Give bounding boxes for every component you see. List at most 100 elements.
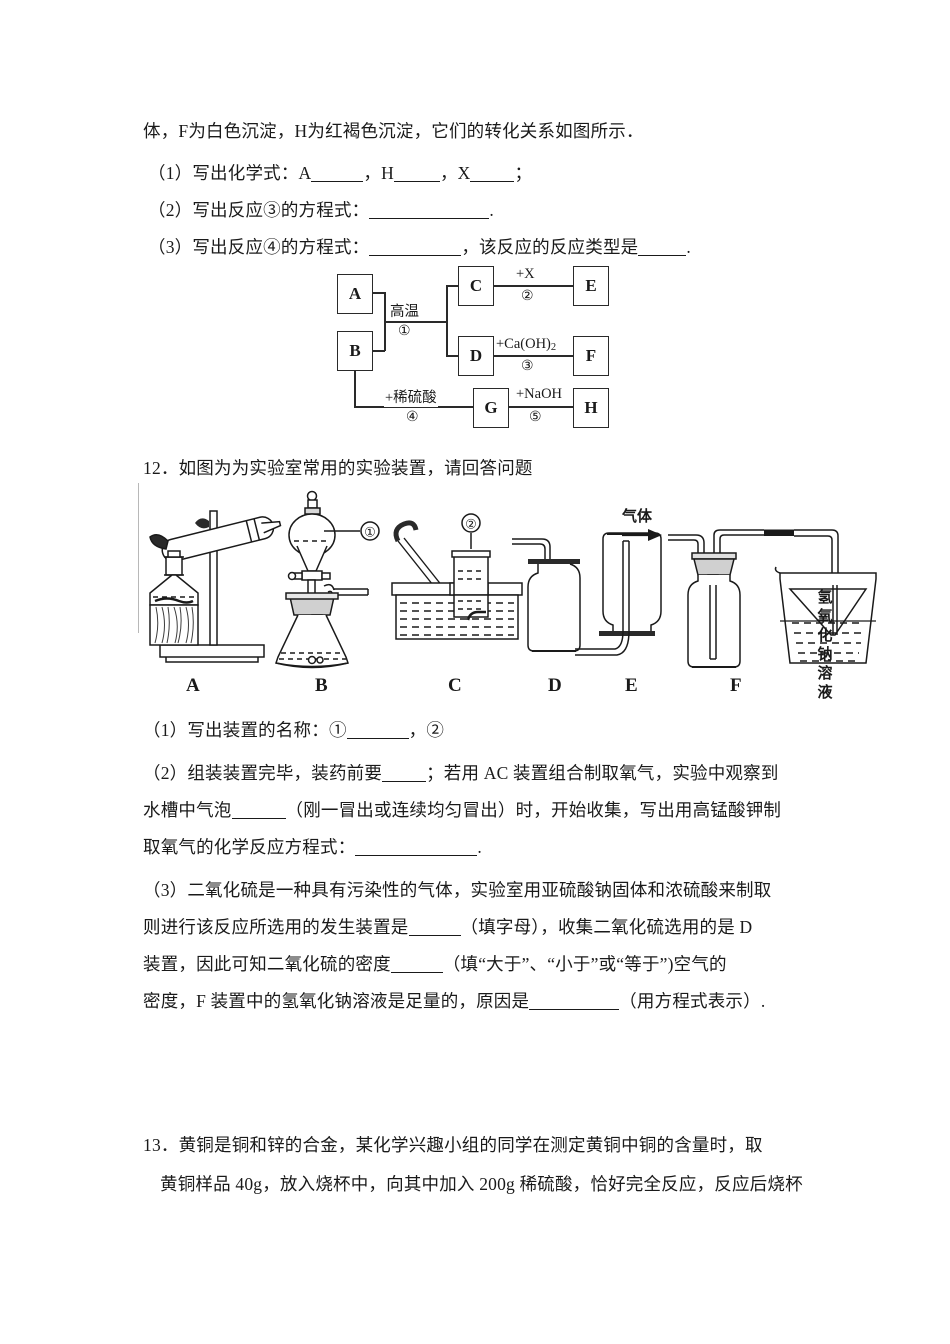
flow-num-step2: ②: [520, 288, 535, 305]
apparatus-label-f: F: [730, 675, 742, 696]
apparatus-b-drawing: ①: [275, 490, 380, 669]
q12-sub2-line1: （2）组装装置完毕，装药前要 ；若用 AC 装置组合制取氧气，实验中观察到: [143, 755, 779, 791]
q12-sub3-line4: 密度，F 装置中的氢氧化钠溶液是足量的，原因是 （用方程式表示）.: [143, 983, 765, 1019]
q12-sub3-l2a: 则进行该反应所选用的发生装置是: [143, 917, 409, 937]
q11-sub1-mid1: ，H: [363, 163, 394, 183]
q12-sub3-line1: （3）二氧化硫是一种具有污染性的气体，实验室用亚硫酸钠固体和浓硫酸来制取: [143, 880, 772, 900]
flow-line-trunk: [384, 321, 447, 323]
apparatus-callout-1: ①: [364, 525, 376, 540]
flow-label-step1: 高温: [389, 300, 420, 321]
q12-sub1-suffix: ，②: [408, 720, 445, 740]
answer-blank-density[interactable]: [390, 972, 443, 973]
flow-label-step2: +X: [515, 266, 536, 283]
answer-blank-apparatus1[interactable]: [346, 738, 409, 739]
flow-label-step3-subscript: 2: [550, 342, 557, 353]
flow-label-step3: +Ca(OH)2: [495, 336, 558, 353]
answer-blank-eq4[interactable]: [369, 255, 462, 256]
lead-line: 体，F为白色沉淀，H为红褐色沉淀，它们的转化关系如图所示．: [143, 121, 644, 141]
naoh-solution-label: 氢氧化钠溶液: [817, 590, 833, 701]
q12-sub3-l4a: 密度，F 装置中的氢氧化钠溶液是足量的，原因是: [143, 991, 530, 1011]
q12-sub3-line3: 装置，因此可知二氧化硫的密度 （填“大于”、“小于”或“等于”)空气的: [143, 946, 727, 982]
q12-sub2-l1a: （2）组装装置完毕，装药前要: [143, 763, 383, 783]
flow-num-step4: ④: [405, 409, 420, 426]
flow-line-cd-vertical: [446, 285, 448, 357]
flow-line-to-d: [446, 355, 459, 357]
q11-sub1-prefix: （1）写出化学式：A: [148, 163, 312, 183]
q12-sub1: （1）写出装置的名称：① ，②: [143, 712, 444, 748]
q12-sub2-l3a: 取氧气的化学反应方程式：: [143, 837, 356, 857]
answer-blank-naoh-equation[interactable]: [529, 1009, 620, 1010]
flow-box-A: A: [337, 274, 373, 314]
flow-box-F: F: [573, 336, 609, 376]
q11-sub1: （1）写出化学式：A ，H ，X ；: [148, 155, 532, 191]
flow-line-d-to-f: [491, 355, 574, 357]
q13-line2: 黄铜样品 40g，放入烧杯中，向其中加入 200g 稀硫酸，恰好完全反应，反应后…: [160, 1174, 803, 1194]
flow-line-to-c: [446, 285, 459, 287]
flow-line-g-to-h: [506, 406, 574, 408]
answer-blank-bubbles[interactable]: [231, 818, 286, 819]
q12-sub3-line2: 则进行该反应所选用的发生装置是 （填字母），收集二氧化硫选用的是 D: [143, 909, 752, 945]
flow-line-b-down: [354, 369, 356, 407]
apparatus-a-drawing: [149, 510, 282, 663]
answer-blank-reaction-type[interactable]: [638, 255, 687, 256]
q11-sub2-prefix: （2）写出反应③的方程式：: [148, 200, 370, 220]
answer-blank-generator[interactable]: [408, 935, 461, 936]
apparatus-label-a: A: [186, 675, 200, 696]
q12-sub3-l3b: （填“大于”、“小于”或“等于”)空气的: [442, 954, 727, 974]
q13-line1: 13．黄铜是铜和锌的合金，某化学兴趣小组的同学在测定黄铜中铜的含量时，取: [143, 1135, 763, 1155]
flow-line-b-out: [371, 350, 385, 352]
flow-num-step3: ③: [520, 358, 535, 375]
flow-box-B: B: [337, 331, 373, 371]
q11-sub1-suffix: ；: [514, 163, 533, 183]
apparatus-label-d: D: [548, 675, 562, 696]
q12-sub2-l2b: （刚一冒出或连续均匀冒出）时，开始收集，写出用高锰酸钾制: [285, 800, 782, 820]
apparatus-c-drawing: ②: [391, 513, 523, 640]
answer-blank-A[interactable]: [311, 181, 364, 182]
figure-left-rule: [138, 483, 140, 633]
q12-sub2-l1b: ；若用 AC 装置组合制取氧气，实验中观察到: [426, 763, 779, 783]
q12-sub2-l3b: .: [477, 837, 482, 857]
apparatus-label-c: C: [448, 675, 462, 696]
flow-num-step5: ⑤: [528, 409, 543, 426]
answer-blank-kmno4-equation[interactable]: [355, 855, 478, 856]
flow-box-H: H: [573, 388, 609, 428]
apparatus-f-drawing: [668, 529, 877, 668]
answer-blank-H[interactable]: [393, 181, 440, 182]
flow-box-D: D: [458, 336, 494, 376]
gas-arrow-icon: [622, 529, 662, 541]
q12-sub3-l4b: （用方程式表示）.: [619, 991, 766, 1011]
q11-sub3-mid: ，该反应的反应类型是: [461, 237, 639, 257]
q12-sub3-l2b: （填字母），收集二氧化硫选用的是 D: [460, 917, 753, 937]
flow-label-step5: +NaOH: [515, 386, 564, 403]
conversion-flowchart: A B C D E F G H 高温 ① +X ② +Ca(OH)2 ③ +稀硫…: [330, 266, 630, 436]
flow-box-E: E: [573, 266, 609, 306]
q12-sub2-l2a: 水槽中气泡: [143, 800, 232, 820]
q12-stem: 12．如图为为实验室常用的实验装置，请回答问题: [143, 458, 533, 478]
gas-inlet-label: 气体: [622, 509, 653, 525]
q12-sub1-prefix: （1）写出装置的名称：①: [143, 720, 347, 740]
flow-box-G: G: [473, 388, 509, 428]
flow-line-c-to-e: [491, 285, 574, 287]
q11-sub3: （3）写出反应④的方程式： ，该反应的反应类型是.: [148, 229, 691, 265]
answer-blank-check-airtight[interactable]: [382, 781, 427, 782]
q12-sub2-line3: 取氧气的化学反应方程式：.: [143, 829, 482, 865]
q12-sub2-line2: 水槽中气泡 （刚一冒出或连续均匀冒出）时，开始收集，写出用高锰酸钾制: [143, 792, 781, 828]
q11-sub3-suffix: .: [686, 237, 691, 257]
apparatus-figure: A: [138, 483, 877, 701]
q11-sub3-prefix: （3）写出反应④的方程式：: [148, 237, 370, 257]
flow-label-step4: +稀硫酸: [384, 386, 438, 407]
q11-sub1-mid2: ，X: [439, 163, 471, 183]
q11-sub2-suffix: .: [489, 200, 494, 220]
apparatus-callout-2: ②: [465, 517, 477, 532]
answer-blank-X[interactable]: [470, 181, 515, 182]
q12-sub3-l3a: 装置，因此可知二氧化硫的密度: [143, 954, 391, 974]
apparatus-label-b: B: [315, 675, 328, 696]
flow-num-step1: ①: [397, 323, 412, 340]
flow-box-C: C: [458, 266, 494, 306]
answer-blank-eq3[interactable]: [369, 218, 490, 219]
apparatus-label-e: E: [625, 675, 638, 696]
flow-label-step3-text: +Ca(OH): [496, 336, 551, 352]
apparatus-e-drawing: [575, 532, 662, 656]
q11-sub2: （2）写出反应③的方程式：.: [148, 192, 494, 228]
